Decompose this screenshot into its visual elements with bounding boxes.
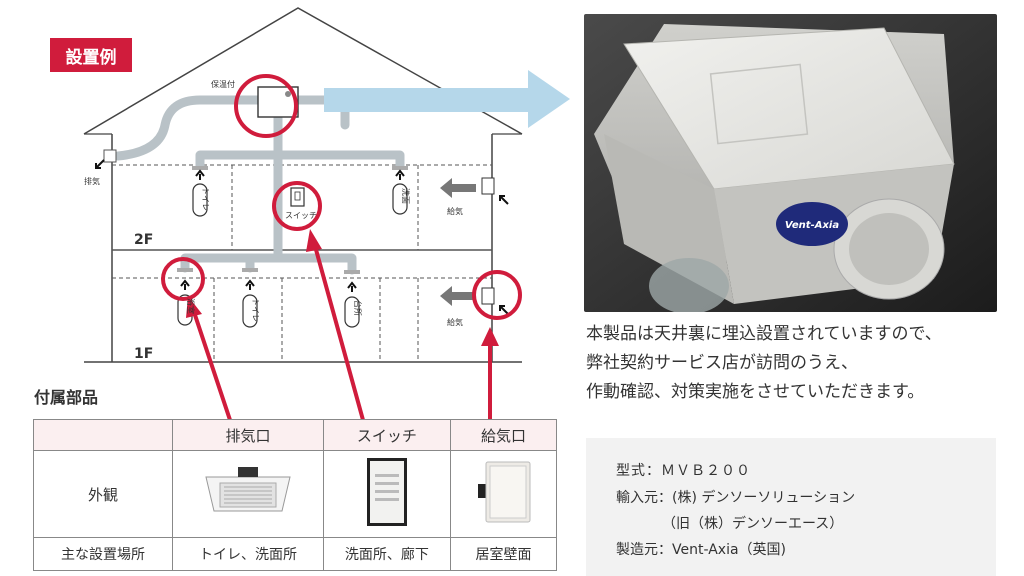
- highlight-switch: [272, 181, 322, 231]
- description-line: 作動確認、対策実施をさせていただきます。: [586, 382, 925, 402]
- highlight-exhaust: [161, 257, 205, 301]
- model-number: 型式：ＭＶＢ２００: [616, 463, 751, 479]
- product-photo: Vent-Axia: [584, 14, 997, 312]
- label-insulated: 保温付: [211, 79, 235, 89]
- exhaust-grille-icon: [392, 166, 408, 215]
- pointer-arrows: [186, 229, 499, 421]
- location-supply: 居室壁面: [449, 537, 558, 571]
- supply-inlet-image: [449, 450, 558, 538]
- exhaust-outlet-icon: [103, 149, 117, 163]
- unit-fan-icon: [285, 91, 291, 97]
- exhaust-grille-icon: [242, 268, 258, 328]
- product-info-box: 型式：ＭＶＢ２００ 輸入元：(株) デンソーソリューション （旧（株）デンソーエ…: [586, 438, 996, 576]
- brand-logo-icon: [776, 202, 848, 246]
- label-floor-2f: 2F: [134, 232, 153, 248]
- importer-former: （旧（株）デンソーエース）: [662, 516, 844, 532]
- switch-icon: [290, 187, 305, 207]
- brand-logo-text: Vent-Axia: [785, 220, 839, 231]
- manufacturer: 製造元：Vent-Axia（英国): [616, 542, 787, 558]
- switch-image: [322, 450, 451, 538]
- exhaust-arrow-icon: [95, 159, 105, 169]
- header-switch: スイッチ: [322, 419, 451, 451]
- header-exhaust: 排気口: [172, 419, 324, 451]
- label-supply-1f: 給気: [447, 317, 463, 327]
- label-floor-1f: 1F: [134, 346, 153, 362]
- label-exhaust: 排気: [84, 176, 100, 186]
- label-bath: 浴室: [186, 298, 196, 314]
- large-direction-arrow: [324, 70, 570, 128]
- supply-inlet-icon: [481, 177, 495, 195]
- supply-inlet-icon: [481, 287, 495, 305]
- description-line: 弊社契約サービス店が訪問のうえ、: [586, 353, 858, 373]
- table-row: 外観: [33, 450, 558, 538]
- supply-air-arrow-icon: [440, 286, 476, 306]
- parts-title: 付属部品: [34, 388, 99, 407]
- header-blank: [33, 419, 173, 451]
- description-line: 本製品は天井裏に埋込設置されていますので、: [586, 324, 942, 344]
- exhaust-grille-icon: [192, 166, 208, 217]
- exhaust-grille-image: [172, 450, 324, 538]
- label-switch: スイッチ: [285, 211, 317, 220]
- label-senmen: 洗面: [401, 188, 411, 204]
- roof-outline: [83, 7, 523, 135]
- inlet-arrow-icon: [499, 195, 509, 205]
- label-toilet-2f: トイレ: [201, 187, 210, 211]
- highlight-inlet: [472, 270, 522, 320]
- header-supply: 給気口: [449, 419, 558, 451]
- parts-table: 排気口 スイッチ 給気口 外観: [33, 419, 558, 571]
- importer: 輸入元：(株) デンソーソリューション: [616, 490, 856, 506]
- row-label-appearance: 外観: [33, 450, 173, 538]
- highlight-unit: [234, 74, 298, 138]
- row-label-location: 主な設置場所: [33, 537, 173, 571]
- location-switch: 洗面所、廊下: [322, 537, 451, 571]
- inlet-arrow-icon: [499, 305, 509, 315]
- location-exhaust: トイレ、洗面所: [172, 537, 324, 571]
- exhaust-grille-icon: [344, 270, 360, 328]
- description: 本製品は天井裏に埋込設置されていますので、 弊社契約サービス店が訪問のうえ、 作…: [586, 320, 1016, 407]
- duct-system: [113, 95, 405, 275]
- supply-air-arrow-icon: [440, 178, 476, 198]
- label-toilet-1f: トイレ: [251, 298, 260, 322]
- table-header-row: 排気口 スイッチ 給気口: [33, 419, 558, 451]
- label-kitchen: 台所: [353, 300, 363, 316]
- example-badge: 設置例: [50, 38, 132, 72]
- label-supply-2f: 給気: [447, 206, 463, 216]
- table-row: 主な設置場所 トイレ、洗面所 洗面所、廊下 居室壁面: [33, 537, 558, 571]
